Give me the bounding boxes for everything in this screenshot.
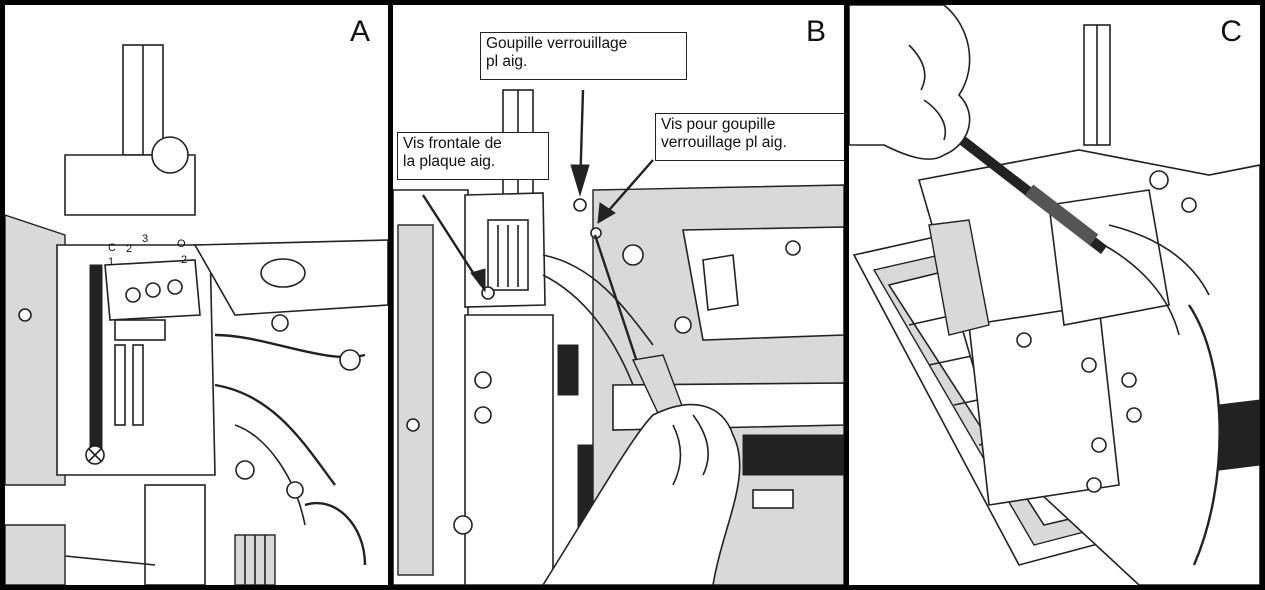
panel-c: C — [849, 5, 1260, 585]
callout-lock-pin-screw: Vis pour goupille verrouillage pl aig. — [655, 113, 844, 161]
panel-b: B Goupille verrouillage pl aig. Vis fron… — [393, 5, 844, 585]
plate-mark-2: 2 — [126, 243, 132, 255]
panel-b-drawing — [393, 89, 844, 585]
callout-needle-plate-lock-pin: Goupille verrouillage pl aig. — [480, 32, 687, 80]
panel-b-letter: B — [805, 15, 826, 48]
plate-mark-3: 3 — [142, 233, 148, 245]
screwdriver-grip — [1024, 184, 1099, 246]
panel-c-drawing — [849, 5, 1260, 585]
arrow-lock-pin-screw — [602, 159, 654, 218]
panel-a-drawing: C 1 2 3 O 2 — [5, 44, 388, 585]
panel-a-letter: A — [349, 15, 370, 48]
hand — [542, 403, 741, 585]
hand — [849, 5, 971, 160]
panel-c-letter: C — [1220, 15, 1242, 48]
plate-lock-pin — [573, 198, 587, 212]
arrow-front-screw — [421, 194, 483, 286]
screwdriver-shaft — [593, 234, 640, 366]
plate-mark-1: 1 — [108, 256, 114, 268]
feed-dog-teeth — [89, 264, 103, 456]
looper-screw — [235, 460, 255, 480]
rack-gear — [742, 434, 844, 476]
housing-left — [5, 214, 66, 486]
plate-mark-2b: 2 — [181, 254, 187, 266]
callout-needle-plate-front-screw: Vis frontale de la plaque aig. — [397, 132, 549, 180]
plate-mark-c: C — [108, 242, 116, 254]
plate-mark-o: O — [177, 238, 186, 250]
panel-a: C 1 2 3 O 2 A — [5, 5, 388, 585]
